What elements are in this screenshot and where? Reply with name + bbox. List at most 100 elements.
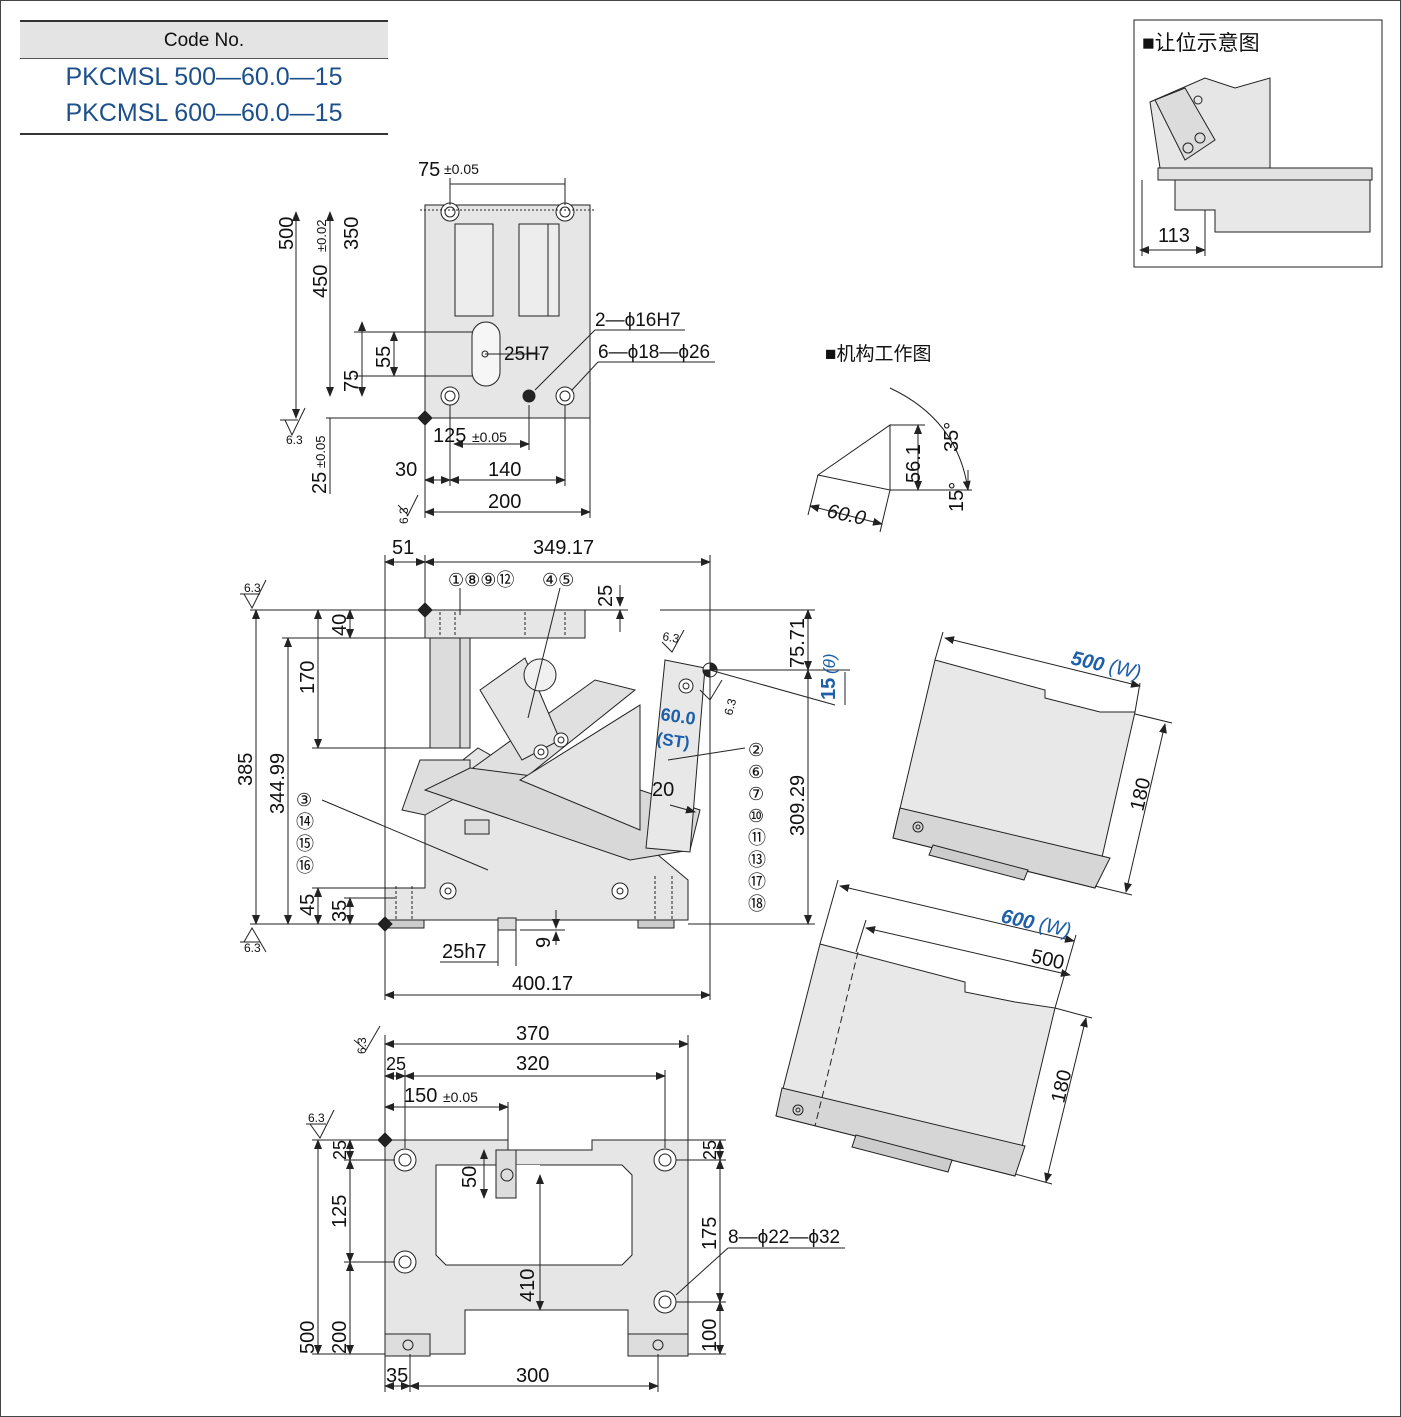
dim-25-side: 25 [595, 585, 617, 607]
stroke-value: 60.0 [659, 704, 696, 729]
dim-40: 40 [329, 614, 351, 636]
dim-500-v: 500 [1029, 945, 1066, 974]
dim-349-17: 349.17 [533, 537, 594, 559]
callout-10: ⑩ [748, 806, 764, 826]
dim-140: 140 [488, 459, 521, 481]
tol-005: ±0.05 [444, 161, 479, 177]
rough-g: 6.3 [355, 1037, 369, 1054]
slot-25h7: 25H7 [504, 344, 549, 365]
rough-h: 6.3 [308, 1111, 325, 1125]
dim-370: 370 [516, 1023, 549, 1045]
dim-75-71: 75.71 [787, 618, 809, 668]
part-callouts-45: ④⑤ [542, 570, 574, 590]
dim-175: 175 [699, 1217, 721, 1250]
dim-25-c: 25 [700, 1140, 720, 1160]
callout-16: ⑯ [296, 856, 314, 876]
mechanism-title: ■机构工作图 [825, 343, 931, 365]
stroke-label: (ST) [655, 729, 690, 752]
dim-400-17: 400.17 [512, 973, 573, 995]
hole-16h7: 2—ϕ16H7 [595, 310, 681, 331]
dim-55: 55 [373, 346, 395, 368]
dim-50: 50 [459, 1166, 481, 1188]
callout-3: ③ [296, 790, 312, 810]
code-table-rows: PKCMSL 500—60.0—15 PKCMSL 600—60.0—15 [20, 59, 388, 135]
dim-385: 385 [235, 753, 257, 786]
width-600: 600 [999, 905, 1036, 934]
dim-25-a: 25 [386, 1054, 406, 1074]
callout-15: ⑮ [296, 834, 314, 854]
dim-500-b: 500 [297, 1321, 319, 1354]
callout-14: ⑭ [296, 812, 314, 832]
width-500: 500 [1069, 647, 1106, 676]
rough-a: 6.3 [286, 433, 303, 447]
callout-7: ⑦ [748, 784, 764, 804]
rough-d: 6.3 [244, 941, 261, 955]
code-table-header: Code No. [20, 20, 388, 59]
callout-11: ⑪ [748, 828, 766, 848]
dim-9: 9 [533, 937, 555, 948]
dim-150: 150 [404, 1085, 437, 1107]
dim-344-99: 344.99 [267, 753, 289, 814]
dim-350: 350 [341, 217, 363, 250]
dim-35-side: 35 [329, 900, 351, 922]
holes-22-32: 8—ϕ22—ϕ32 [728, 1227, 840, 1248]
tol-005-b: ±0.05 [443, 1089, 478, 1105]
callout-18: ⑱ [748, 894, 766, 914]
dim-30: 30 [395, 459, 417, 481]
variant-600-w [775, 879, 1093, 1185]
dim-125: 125 [433, 425, 466, 447]
dim-113: 113 [1158, 225, 1190, 247]
dim-60: 60.0 [825, 500, 868, 530]
dim-320: 320 [516, 1053, 549, 1075]
dim-200-b: 200 [329, 1321, 351, 1354]
tol-005-h: ±0.05 [472, 429, 507, 445]
dim-25-b: 25 [330, 1140, 350, 1160]
inset-title: ■让位示意图 [1142, 32, 1260, 55]
code-number-table: Code No. PKCMSL 500—60.0—15 PKCMSL 600—6… [20, 20, 388, 135]
dim-125-b: 125 [329, 1195, 351, 1228]
roughness-symbols [240, 407, 723, 1139]
code-row: PKCMSL 500—60.0—15 [65, 63, 343, 91]
width-500-unit: (W) [1107, 655, 1143, 684]
dim-450: 450 [310, 265, 332, 298]
dim-200: 200 [488, 491, 521, 513]
callout-17: ⑰ [748, 872, 766, 892]
dim-309-29: 309.29 [787, 775, 809, 836]
mechanism-diagram [807, 387, 972, 533]
rough-c: 6.3 [244, 581, 261, 595]
bottom-view [312, 1035, 845, 1392]
dim-25: 25 [309, 472, 331, 494]
slot-25h7-side: 25h7 [442, 941, 487, 963]
dim-15-theta: 15 [818, 678, 840, 700]
angle-35: 35° [941, 422, 963, 452]
callout-2: ② [748, 740, 764, 760]
dim-75: 75 [418, 159, 440, 181]
dim-500: 500 [276, 217, 298, 250]
dim-300: 300 [516, 1365, 549, 1387]
dim-410: 410 [517, 1269, 539, 1302]
tol-005-v: ±0.05 [313, 436, 328, 468]
side-view [250, 555, 850, 1000]
dim-35-b: 35 [386, 1365, 408, 1387]
dim-45: 45 [297, 894, 319, 916]
dim-51: 51 [392, 537, 414, 559]
rough-f: 6.3 [721, 697, 739, 717]
callout-6: ⑥ [748, 762, 764, 782]
angle-15: 15° [946, 482, 968, 512]
dim-100: 100 [699, 1319, 721, 1352]
code-row: PKCMSL 600—60.0—15 [65, 99, 343, 127]
top-view [292, 178, 715, 518]
variant-500-w [892, 631, 1173, 896]
dim-180-a: 180 [1126, 776, 1155, 813]
theta-label: (θ) [820, 653, 839, 674]
rough-b: 6.3 [397, 507, 411, 524]
dim-20: 20 [652, 779, 674, 801]
clearance-inset [1133, 19, 1383, 268]
callout-13: ⑬ [748, 850, 766, 870]
rough-e: 6.3 [661, 629, 680, 646]
dim-56-1: 56.1 [903, 444, 925, 483]
hole-18-26: 6—ϕ18—ϕ26 [598, 342, 710, 363]
part-callouts-top: ①⑧⑨⑫ [448, 570, 514, 590]
width-600-unit: (W) [1037, 913, 1073, 942]
